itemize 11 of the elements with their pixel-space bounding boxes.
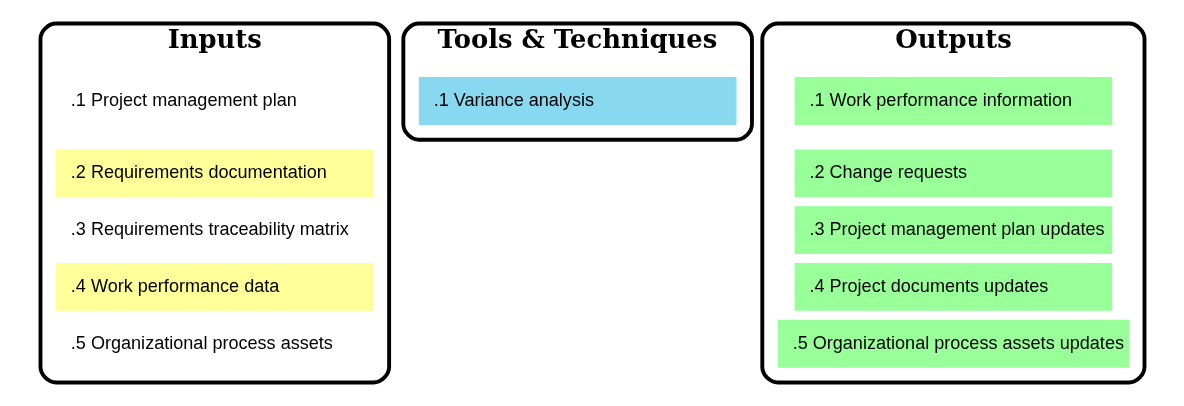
node-box: .1 Variance analysis	[418, 77, 736, 125]
node-box: .1 Work performance information	[794, 77, 1112, 125]
node-text: .5 Organizational process assets	[70, 332, 333, 353]
node-box: .2 Change requests	[794, 149, 1112, 198]
node-box: .4 Project documents updates	[794, 263, 1112, 311]
node-text: .3 Requirements traceability matrix	[70, 218, 349, 239]
node-box: .3 Project management plan updates	[794, 206, 1112, 254]
node-box: .2 Requirements documentation	[55, 149, 374, 198]
node-box: .5 Organizational process assets updates	[777, 319, 1129, 368]
node-box: .4 Work performance data	[55, 263, 374, 311]
node-text: .1 Project management plan	[70, 89, 297, 110]
